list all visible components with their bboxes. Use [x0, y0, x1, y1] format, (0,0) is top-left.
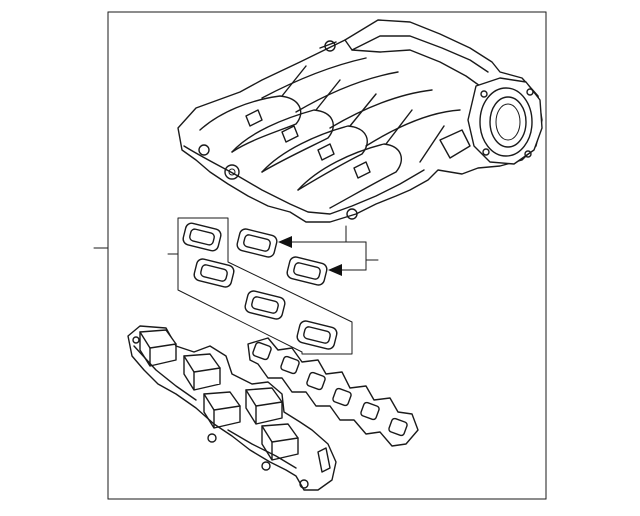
- lower-port-3: [203, 391, 241, 429]
- arrow-head-lower: [328, 264, 342, 276]
- lower-port-5: [261, 423, 299, 461]
- manifold-gasket-strip[interactable]: [247, 337, 419, 447]
- gasket-callout-arrows: [278, 225, 379, 276]
- gasket-6[interactable]: [296, 320, 338, 351]
- gasket-2[interactable]: [236, 228, 278, 259]
- diagram-frame: [93, 11, 547, 500]
- lower-port-2: [183, 353, 221, 391]
- lower-intake-manifold[interactable]: [127, 325, 337, 491]
- upper-intake-manifold[interactable]: [177, 19, 543, 223]
- gasket-set[interactable]: [167, 217, 379, 355]
- arrow-head-upper: [278, 236, 292, 248]
- gasket-1[interactable]: [182, 222, 222, 252]
- gasket-set-bracket: [177, 217, 353, 355]
- gasket-3[interactable]: [193, 258, 235, 289]
- lower-port-4: [245, 387, 283, 425]
- gasket-4[interactable]: [286, 256, 328, 287]
- gasket-5[interactable]: [244, 290, 286, 321]
